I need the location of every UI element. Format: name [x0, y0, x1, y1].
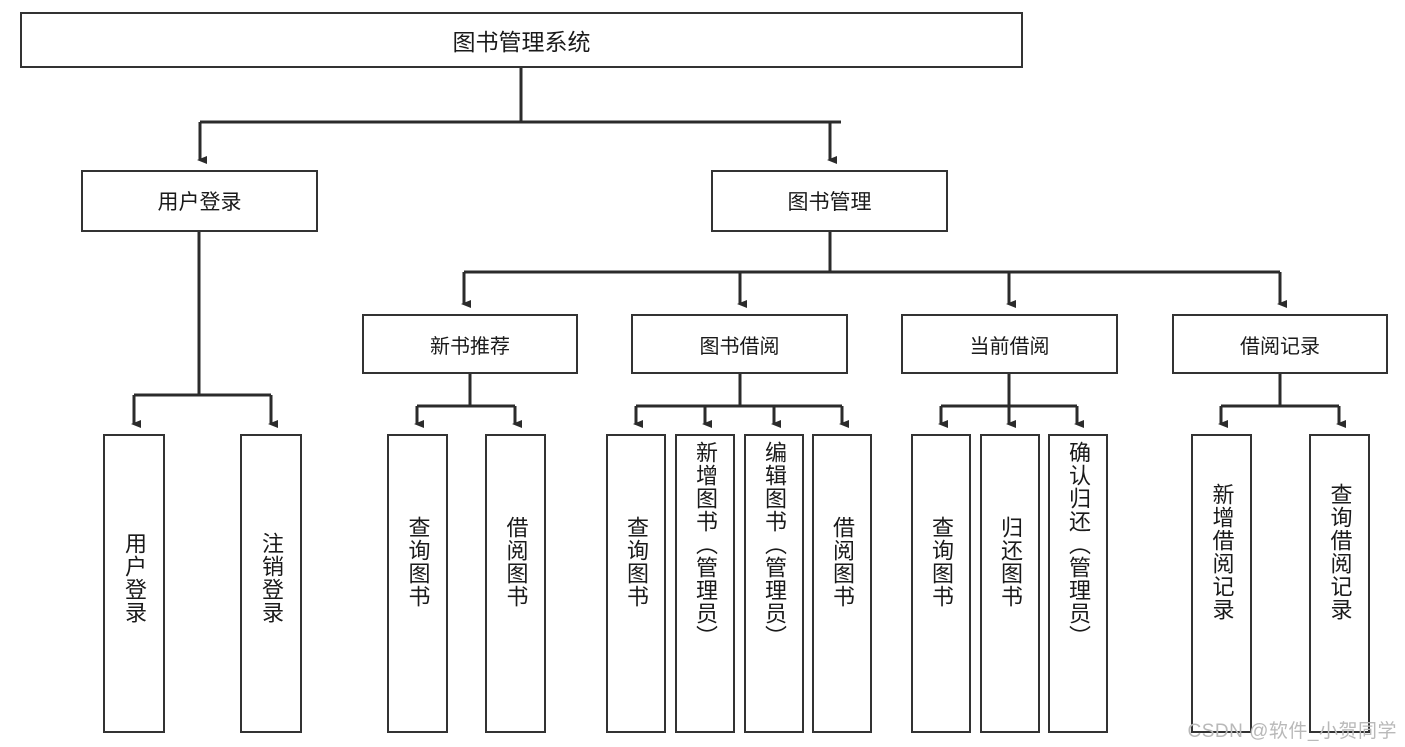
node-leaf-return-book[interactable]: 归还图书	[980, 434, 1040, 733]
node-leaf-confirm-return[interactable]: 确认归还（管理员）	[1048, 434, 1108, 733]
node-user-login[interactable]: 用户登录	[81, 170, 318, 232]
node-leaf-borrow-book-2[interactable]: 借阅图书	[812, 434, 872, 733]
node-leaf-query-book-1[interactable]: 查询图书	[387, 434, 448, 733]
node-new-book-rec[interactable]: 新书推荐	[362, 314, 578, 374]
node-book-manage-label: 图书管理	[787, 191, 872, 214]
node-leaf-add-book-label: 新增图书（管理员）	[692, 441, 718, 648]
node-new-book-rec-label: 新书推荐	[430, 335, 510, 358]
node-leaf-query-book-3-label: 查询图书	[928, 516, 954, 608]
node-leaf-add-record-label: 新增借阅记录	[1209, 483, 1235, 621]
node-leaf-query-book-1-label: 查询图书	[405, 516, 431, 608]
node-leaf-query-record[interactable]: 查询借阅记录	[1309, 434, 1370, 733]
node-book-borrow[interactable]: 图书借阅	[631, 314, 848, 374]
node-leaf-user-login-label: 用户登录	[121, 532, 147, 624]
node-root[interactable]: 图书管理系统	[20, 12, 1023, 68]
node-leaf-logout-login-label: 注销登录	[258, 532, 284, 624]
node-leaf-query-book-2-label: 查询图书	[623, 516, 649, 608]
node-leaf-edit-book[interactable]: 编辑图书（管理员）	[744, 434, 804, 733]
node-leaf-query-book-3[interactable]: 查询图书	[911, 434, 971, 733]
node-book-manage[interactable]: 图书管理	[711, 170, 948, 232]
node-leaf-edit-book-label: 编辑图书（管理员）	[761, 441, 787, 648]
node-borrow-record-label: 借阅记录	[1240, 335, 1320, 358]
node-leaf-borrow-book-1-label: 借阅图书	[503, 516, 529, 608]
node-leaf-confirm-return-label: 确认归还（管理员）	[1065, 441, 1091, 648]
node-leaf-borrow-book-2-label: 借阅图书	[829, 516, 855, 608]
node-user-login-label: 用户登录	[157, 191, 242, 214]
node-current-borrow-label: 当前借阅	[969, 335, 1050, 358]
node-borrow-record[interactable]: 借阅记录	[1172, 314, 1388, 374]
node-current-borrow[interactable]: 当前借阅	[901, 314, 1118, 374]
node-leaf-query-record-label: 查询借阅记录	[1327, 483, 1353, 621]
node-leaf-return-book-label: 归还图书	[997, 516, 1023, 608]
node-book-borrow-label: 图书借阅	[699, 335, 780, 358]
node-leaf-add-book[interactable]: 新增图书（管理员）	[675, 434, 735, 733]
node-leaf-query-book-2[interactable]: 查询图书	[606, 434, 666, 733]
watermark: CSDN @软件_小贺同学	[1187, 721, 1397, 742]
node-leaf-borrow-book-1[interactable]: 借阅图书	[485, 434, 546, 733]
node-leaf-add-record[interactable]: 新增借阅记录	[1191, 434, 1252, 733]
node-leaf-logout-login[interactable]: 注销登录	[240, 434, 302, 733]
node-root-label: 图书管理系统	[452, 29, 591, 55]
node-leaf-user-login[interactable]: 用户登录	[103, 434, 165, 733]
